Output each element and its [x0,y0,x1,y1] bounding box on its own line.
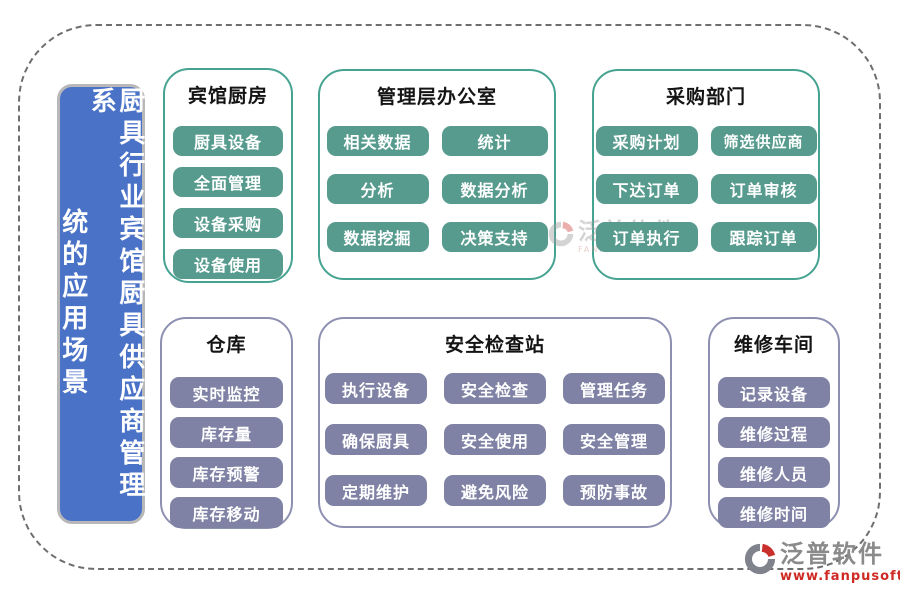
node-pill: 订单审核 [710,174,817,204]
group-title: 维修车间 [733,334,814,356]
node-pill: 库存量 [170,417,283,448]
group-box-warehouse: 仓库 实时监控 库存量 库存预警 库存移动 [160,317,293,529]
group-title: 仓库 [206,334,247,356]
node-pill: 设备使用 [173,249,283,279]
node-pill: 定期维护 [325,475,427,506]
pill-stack: 实时监控 库存量 库存预警 库存移动 [162,377,291,528]
node-pill: 安全管理 [563,424,665,455]
group-box-safety-station: 安全检查站 执行设备 安全检查 管理任务 确保厨具 安全使用 安全管理 定期维护… [318,317,672,528]
group-title: 管理层办公室 [376,86,497,108]
pill-grid: 相关数据 统计 分析 数据分析 数据挖掘 决策支持 [320,126,554,252]
logo-text: 泛普软件 [780,540,884,568]
node-pill: 安全使用 [444,424,546,455]
fanpu-logo-icon [744,542,776,580]
node-pill: 全面管理 [173,167,283,197]
node-pill: 分析 [326,174,429,204]
node-pill: 执行设备 [325,373,427,404]
group-box-procurement-dept: 采购部门 采购计划 筛选供应商 下达订单 订单审核 订单执行 跟踪订单 [592,69,820,280]
pill-stack: 记录设备 维修过程 维修人员 维修时间 [710,377,838,528]
pill-grid: 执行设备 安全检查 管理任务 确保厨具 安全使用 安全管理 定期维护 避免风险 … [320,373,670,506]
node-pill: 跟踪订单 [710,222,817,252]
group-box-hotel-kitchen: 宾馆厨房 厨具设备 全面管理 设备采购 设备使用 [163,68,293,283]
logo-url: www.fanpusoft.com [780,569,900,585]
group-title: 采购部门 [665,86,746,108]
node-pill: 数据分析 [441,174,548,204]
group-title: 宾馆厨房 [187,85,268,107]
group-box-repair-workshop: 维修车间 记录设备 维修过程 维修人员 维修时间 [708,317,840,528]
node-pill: 下达订单 [595,174,698,204]
pill-stack: 厨具设备 全面管理 设备采购 设备使用 [165,126,291,279]
node-pill: 实时监控 [170,377,283,408]
title-column-left: 统的应用场景 [57,208,88,400]
node-pill: 库存移动 [170,497,283,528]
dashed-border-frame [18,24,881,570]
node-pill: 维修过程 [718,417,830,448]
node-pill: 维修人员 [718,457,830,488]
node-pill: 确保厨具 [325,424,427,455]
node-pill: 订单执行 [595,222,698,252]
node-pill: 数据挖掘 [326,222,429,252]
node-pill: 避免风险 [444,475,546,506]
group-title: 安全检查站 [444,334,545,356]
pill-grid: 采购计划 筛选供应商 下达订单 订单审核 订单执行 跟踪订单 [594,126,818,252]
fanpu-logo: 泛普软件 www.fanpusoft.com [744,540,900,585]
node-pill: 安全检查 [444,373,546,404]
vertical-title-bar: 统的应用场景 厨具行业宾馆厨具供应商管理系 [57,84,145,524]
node-pill: 相关数据 [326,126,429,156]
node-pill: 管理任务 [563,373,665,404]
group-box-management-office: 管理层办公室 相关数据 统计 分析 数据分析 数据挖掘 决策支持 [318,69,556,280]
node-pill: 筛选供应商 [710,126,817,156]
node-pill: 记录设备 [718,377,830,408]
node-pill: 决策支持 [441,222,548,252]
node-pill: 库存预警 [170,457,283,488]
node-pill: 维修时间 [718,497,830,528]
node-pill: 设备采购 [173,208,283,238]
node-pill: 统计 [441,126,548,156]
title-column-right: 厨具行业宾馆厨具供应商管理系 [86,87,145,503]
node-pill: 预防事故 [563,475,665,506]
node-pill: 厨具设备 [173,126,283,156]
node-pill: 采购计划 [595,126,698,156]
